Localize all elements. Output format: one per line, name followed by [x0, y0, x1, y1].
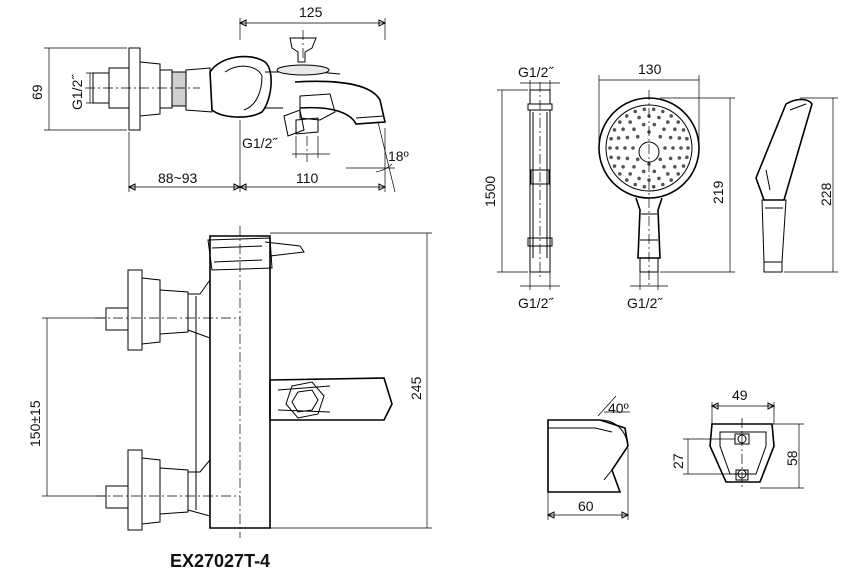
- model-number: EX27027T-4: [170, 551, 271, 571]
- nozzle-dot: [685, 136, 689, 141]
- nozzle-dot: [652, 122, 657, 127]
- nozzle-dot: [673, 165, 677, 169]
- nozzle-dot: [673, 127, 677, 131]
- nozzle-dot: [621, 165, 625, 169]
- nozzle-dot: [685, 155, 689, 160]
- dim-shower-height: 219: [710, 180, 726, 204]
- dim-hose-bottom-thread: G1/2˝: [518, 295, 554, 311]
- mixer-side-view: 125 69 G1/2˝ G1/2˝ 88~93 110 18º: [29, 4, 409, 193]
- nozzle-dot: [612, 128, 617, 132]
- nozzle-dot: [625, 135, 630, 140]
- nozzle-dot: [658, 134, 663, 139]
- nozzle-dot: [641, 122, 646, 127]
- nozzle-dot: [625, 156, 630, 161]
- dim-top-width: 125: [299, 4, 323, 20]
- nozzle-dot: [657, 115, 661, 120]
- nozzle-dot: [632, 165, 636, 169]
- dim-holder-height: 58: [784, 450, 800, 466]
- nozzle-dot: [637, 115, 641, 120]
- nozzle-dot: [668, 135, 673, 140]
- dim-spout-reach: 110: [296, 170, 319, 186]
- nozzle-dot: [628, 120, 632, 124]
- nozzle-dot: [669, 114, 673, 118]
- nozzle-dot: [616, 136, 621, 140]
- nozzle-dot: [616, 156, 621, 160]
- nozzle-dot: [621, 127, 625, 131]
- nozzle-dot: [631, 146, 635, 150]
- nozzle-dot: [612, 164, 617, 168]
- nozzle-dot: [633, 182, 637, 187]
- dim-hose-top-thread: G1/2˝: [518, 64, 554, 80]
- nozzle-dot: [609, 155, 613, 160]
- dim-height-69: 69: [29, 84, 45, 100]
- nozzle-dot: [651, 107, 656, 112]
- nozzle-dot: [666, 120, 670, 124]
- dim-hose-length: 1500: [482, 176, 498, 207]
- shower-head-front: 130 219 G1/2˝: [598, 61, 735, 311]
- nozzle-dot: [609, 136, 613, 141]
- nozzle-dot: [662, 127, 666, 131]
- nozzle-dot: [676, 172, 680, 176]
- nozzle-dot: [633, 109, 637, 114]
- nozzle-dot: [663, 146, 667, 150]
- nozzle-dot: [641, 169, 646, 174]
- nozzle-dot: [618, 120, 622, 124]
- nozzle-dot: [681, 164, 686, 168]
- nozzle-dot: [632, 127, 636, 131]
- dim-spout-angle: 18º: [388, 148, 409, 164]
- dim-shower-side-height: 228: [818, 182, 834, 206]
- nozzle-dot: [681, 128, 686, 132]
- nozzle-dot: [666, 172, 670, 176]
- dim-holder-hole: 27: [670, 453, 686, 469]
- nozzle-dot: [651, 184, 656, 189]
- nozzle-dot: [642, 107, 647, 112]
- nozzle-dot: [625, 114, 629, 118]
- holder-detail: 49 27 58: [670, 387, 804, 490]
- dim-shower-handle-thread: G1/2˝: [627, 295, 663, 311]
- dim-shower-width: 130: [638, 61, 662, 77]
- dim-body-height: 245: [408, 376, 424, 400]
- hose-view: G1/2˝ 1500 G1/2˝: [482, 64, 560, 311]
- nozzle-dot: [661, 182, 665, 187]
- dim-diverter-angle: 40º: [608, 400, 629, 416]
- nozzle-dot: [658, 157, 663, 162]
- nozzle-dot: [628, 172, 632, 176]
- nozzle-dot: [668, 156, 673, 161]
- nozzle-dot: [635, 157, 640, 162]
- nozzle-dot: [669, 178, 673, 182]
- nozzle-dot: [608, 146, 612, 150]
- dim-outlet-thread: G1/2˝: [242, 135, 278, 151]
- nozzle-dot: [615, 146, 619, 150]
- spout-detail: 40º 60: [546, 395, 630, 520]
- nozzle-dot: [671, 146, 675, 150]
- nozzle-dot: [657, 176, 661, 181]
- nozzle-dot: [679, 146, 683, 150]
- nozzle-dot: [635, 134, 640, 139]
- dim-holder-width: 49: [732, 387, 748, 403]
- nozzle-dot: [642, 184, 647, 189]
- nozzle-dot: [637, 176, 641, 181]
- nozzle-dot: [686, 146, 690, 150]
- dim-spout-length: 60: [578, 498, 594, 514]
- nozzle-dot: [652, 169, 657, 174]
- nozzle-dot: [676, 120, 680, 124]
- nozzle-dot: [623, 146, 627, 150]
- nozzle-dot: [618, 172, 622, 176]
- mixer-front-view: 150±15 245: [27, 226, 432, 538]
- dim-inlet-spacing: 150±15: [27, 400, 43, 447]
- dim-wall-offset: 88~93: [158, 170, 198, 186]
- nozzle-dot: [625, 178, 629, 182]
- nozzle-dot: [677, 136, 682, 140]
- nozzle-dot: [677, 156, 682, 160]
- dim-inlet-thread: G1/2˝: [69, 74, 85, 110]
- nozzle-dot: [662, 165, 666, 169]
- nozzle-dot: [661, 109, 665, 114]
- shower-head-side: 228: [755, 97, 838, 273]
